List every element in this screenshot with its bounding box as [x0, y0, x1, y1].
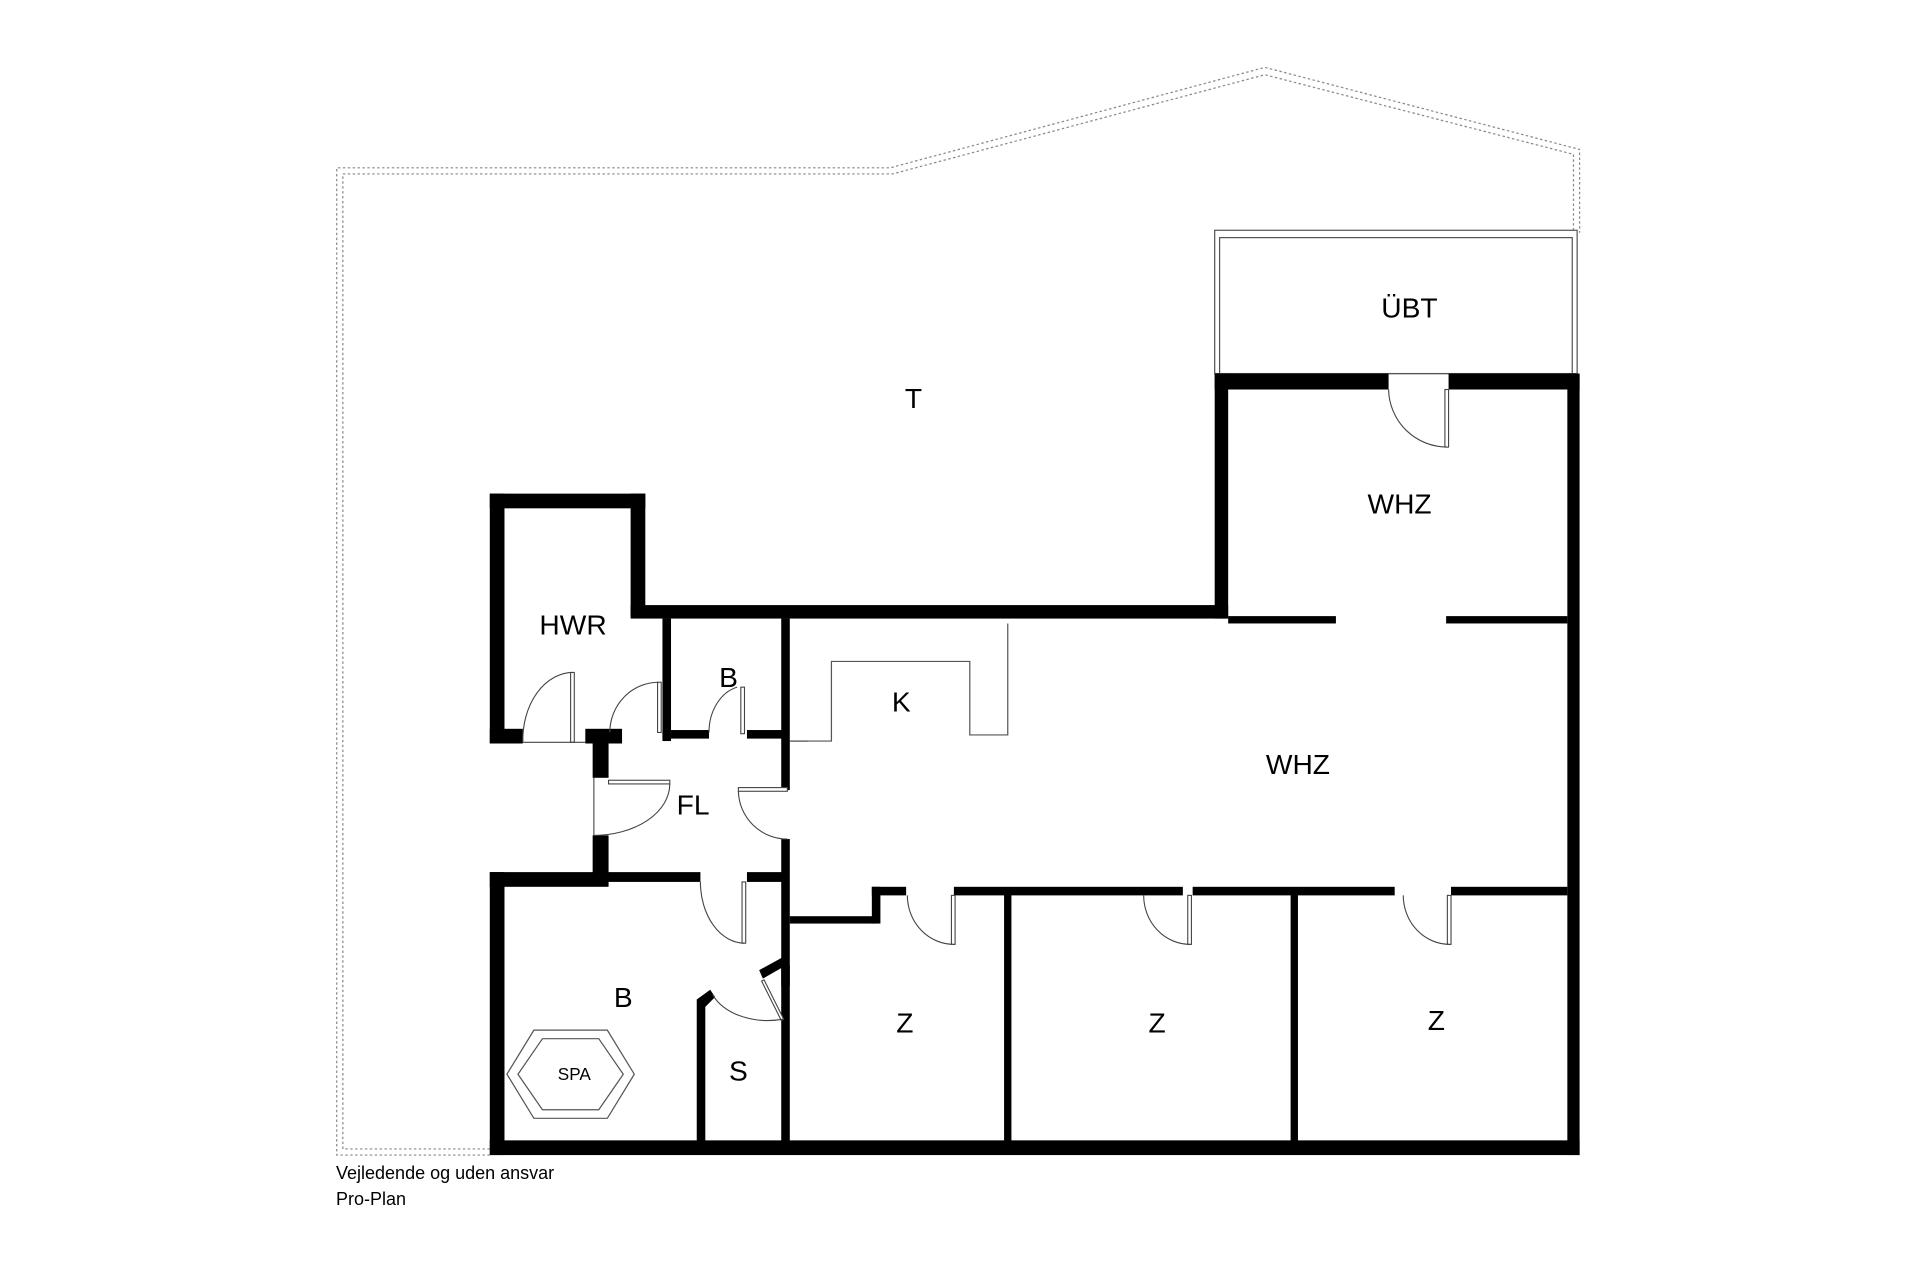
room-label-bath-large: B — [614, 982, 633, 1013]
room-label-covered-terrace: ÜBT — [1381, 292, 1437, 323]
room-label-sauna: S — [729, 1055, 748, 1086]
kitchen-counter — [789, 623, 1009, 742]
spa-icon — [506, 1029, 636, 1119]
room-label-living-main: WHZ — [1266, 749, 1330, 780]
room-label-living-upper: WHZ — [1368, 488, 1432, 519]
room-label-bath-small: B — [719, 662, 738, 693]
room-label-bedroom-3: Z — [1428, 1005, 1445, 1036]
doors — [522, 388, 1452, 1022]
covered-terrace-outline — [1214, 229, 1578, 375]
room-label-terrace: T — [905, 383, 922, 414]
terrace-outline — [336, 66, 1581, 1156]
disclaimer-text: Vejledende og uden ansvar — [336, 1163, 555, 1183]
room-label-spa: SPA — [558, 1064, 592, 1084]
room-label-bedroom-1: Z — [896, 1008, 913, 1039]
brand-text: Pro-Plan — [336, 1189, 407, 1209]
room-label-kitchen: K — [892, 687, 911, 718]
room-label-utility: HWR — [539, 610, 606, 641]
room-label-hall: FL — [677, 790, 710, 821]
room-label-bedroom-2: Z — [1149, 1008, 1166, 1039]
walls — [489, 373, 1580, 1156]
